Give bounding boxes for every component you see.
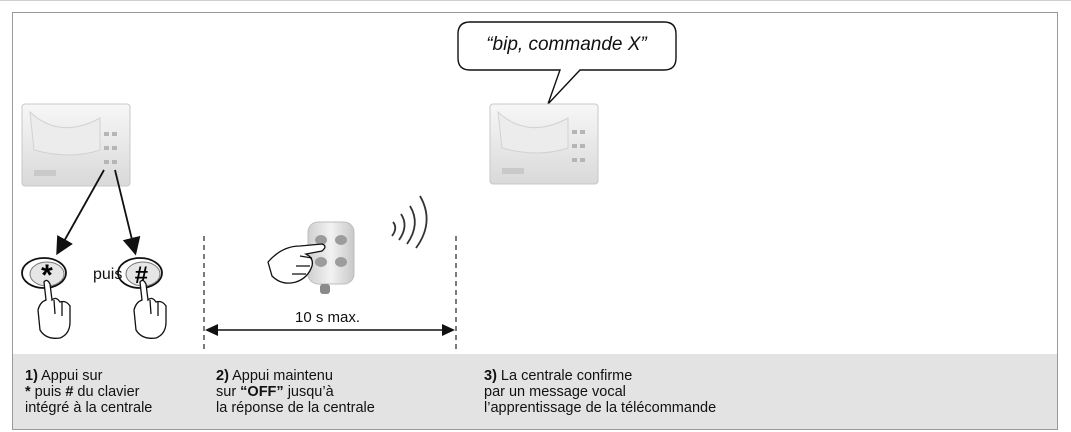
signal-waves-icon bbox=[391, 195, 428, 249]
caption-text: la réponse de la centrale bbox=[216, 400, 375, 416]
caption-band bbox=[13, 354, 1057, 429]
caption-step-1: 1) Appui sur * puis # du clavier intégré… bbox=[25, 368, 152, 416]
caption-text: par un message vocal bbox=[484, 384, 626, 400]
caption-text: La centrale confirme bbox=[496, 368, 633, 384]
caption-step-3: 3) La centrale confirme par un message v… bbox=[484, 368, 716, 416]
top-rule bbox=[0, 0, 1071, 1]
caption-text: l’apprentissage de la télécommande bbox=[484, 400, 717, 416]
arrow-to-hash bbox=[114, 169, 141, 256]
off-label: “OFF” bbox=[240, 384, 284, 400]
caption-text: Appui maintenu bbox=[228, 368, 333, 384]
central-unit-right bbox=[489, 103, 599, 185]
remote-control bbox=[307, 221, 355, 294]
duration-label: 10 s max. bbox=[295, 309, 361, 326]
caption-text: jusqu’à bbox=[283, 384, 334, 400]
hand-icon bbox=[267, 243, 326, 284]
step-number: 3) bbox=[484, 368, 497, 384]
step-number: 2) bbox=[216, 368, 229, 384]
caption-text: puis bbox=[30, 384, 66, 400]
caption-step-2: 2) Appui maintenu sur “OFF” jusqu’à la r… bbox=[216, 368, 375, 416]
connector-puis: puis bbox=[93, 266, 123, 283]
step-number: 1) bbox=[25, 368, 38, 384]
caption-text: intégré à la centrale bbox=[25, 400, 153, 416]
hash-symbol: # bbox=[65, 384, 74, 400]
finger-icon-star bbox=[37, 279, 71, 339]
finger-icon-hash bbox=[133, 279, 167, 339]
star-symbol: * bbox=[25, 384, 31, 400]
arrow-to-star bbox=[56, 169, 105, 256]
caption-text: Appui sur bbox=[37, 368, 103, 384]
bubble-text: “bip, commande X” bbox=[486, 34, 647, 55]
speech-bubble bbox=[457, 21, 677, 105]
caption-text: sur bbox=[216, 384, 241, 400]
caption-text: du clavier bbox=[73, 384, 140, 400]
central-unit-left bbox=[21, 103, 131, 187]
